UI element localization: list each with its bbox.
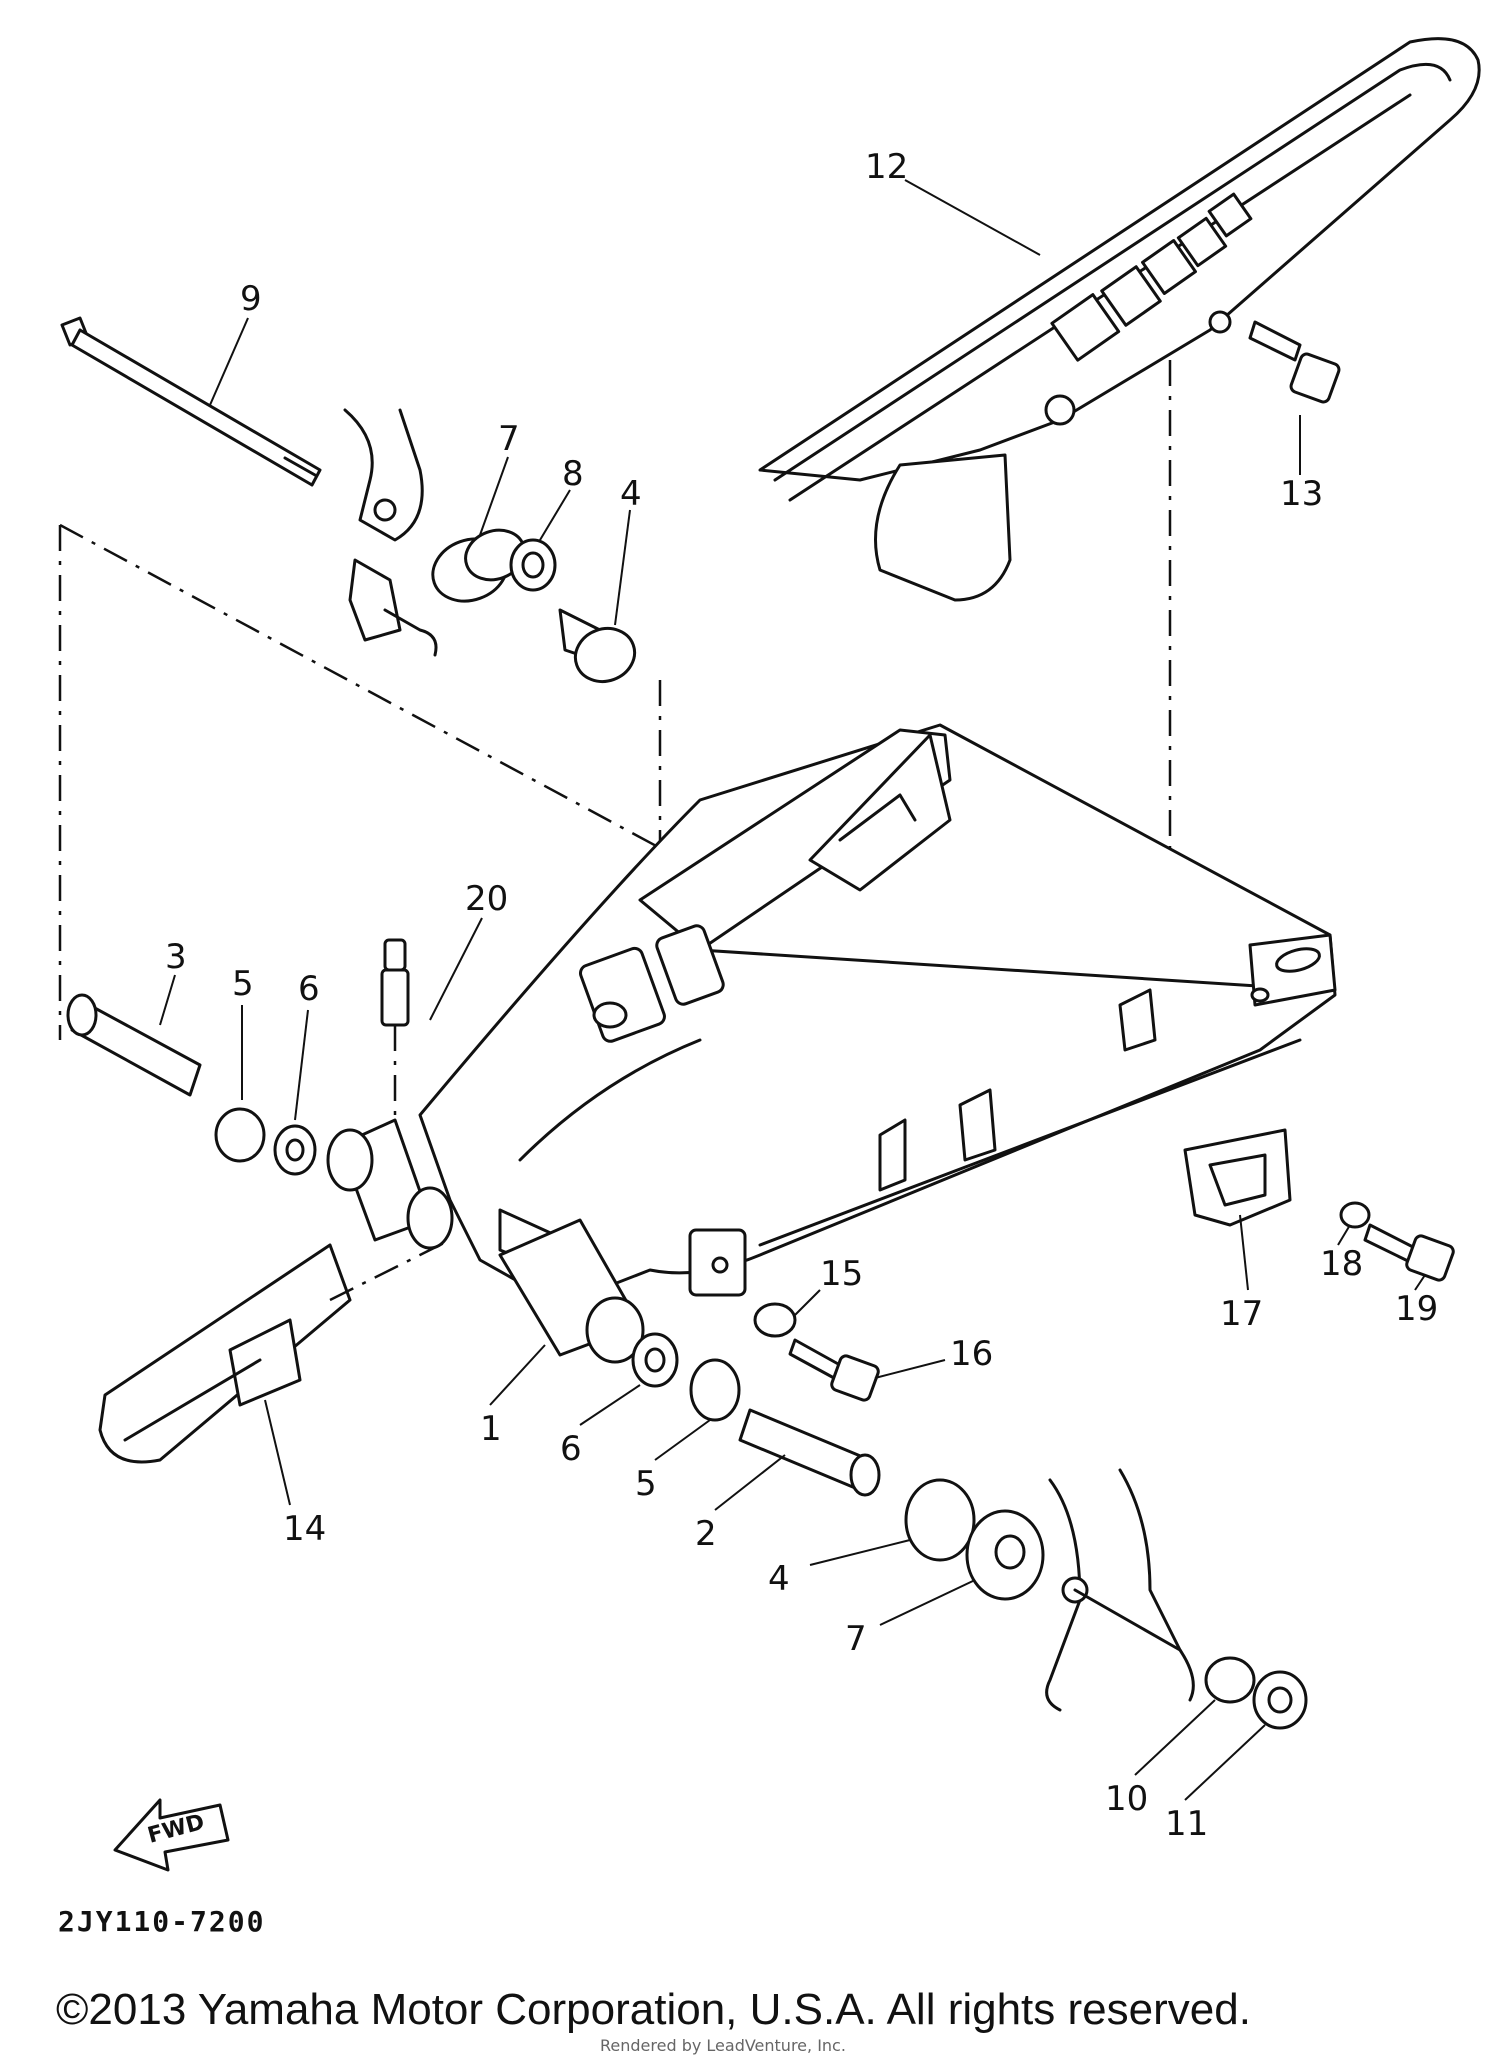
copyright-notice: ©2013 Yamaha Motor Corporation, U.S.A. A… [56, 1985, 1251, 2034]
bolt-13-part [1248, 320, 1341, 404]
callout-16: 16 [950, 1334, 993, 1374]
bushing-upper-parts [431, 528, 637, 683]
frame-bracket-lower [1045, 1468, 1308, 1730]
grease-nipple-part [380, 938, 410, 1140]
washer-bolt-parts [753, 1302, 880, 1402]
callout-labels: 9 7 8 4 12 13 20 3 5 6 15 16 1 6 5 2 4 7… [165, 147, 1438, 1844]
callout-3: 3 [165, 937, 187, 977]
callout-14: 14 [283, 1509, 326, 1549]
collar-1-part [498, 1218, 645, 1364]
pivot-bolt-part [60, 316, 322, 487]
leader-lines [159, 179, 1426, 1801]
chain-slider-part [98, 1243, 352, 1464]
pivot-collar-part [326, 1118, 454, 1250]
callout-6b: 6 [560, 1429, 582, 1469]
callout-9: 9 [240, 279, 262, 319]
callout-20: 20 [465, 879, 508, 919]
callout-17: 17 [1220, 1294, 1263, 1334]
callout-4b: 4 [768, 1559, 790, 1599]
fwd-arrow: FWD [113, 1798, 230, 1872]
callout-8: 8 [562, 454, 584, 494]
callout-18: 18 [1320, 1244, 1363, 1284]
plate-bolt-parts [1183, 1128, 1455, 1282]
callout-11: 11 [1165, 1804, 1208, 1844]
callout-2: 2 [695, 1514, 717, 1554]
callout-12: 12 [865, 147, 908, 187]
callout-6: 6 [298, 969, 320, 1009]
callout-7: 7 [498, 419, 520, 459]
callout-5: 5 [232, 964, 254, 1004]
callout-13: 13 [1280, 474, 1323, 514]
callout-15: 15 [820, 1254, 863, 1294]
collar-lower-parts [631, 1332, 1045, 1601]
swingarm-part [418, 723, 1337, 1307]
chain-case-part [758, 37, 1481, 602]
rendered-by-note: Rendered by LeadVenture, Inc. [600, 2036, 846, 2055]
diagram-code: 2JY110-7200 [58, 1905, 266, 1938]
callout-5b: 5 [635, 1464, 657, 1504]
callout-1: 1 [480, 1409, 502, 1449]
callout-10: 10 [1105, 1779, 1148, 1819]
frame-bracket-upper [343, 408, 438, 657]
callout-19: 19 [1395, 1289, 1438, 1329]
callout-4: 4 [620, 474, 642, 514]
callout-7b: 7 [845, 1619, 867, 1659]
collar-left-parts [66, 993, 317, 1176]
